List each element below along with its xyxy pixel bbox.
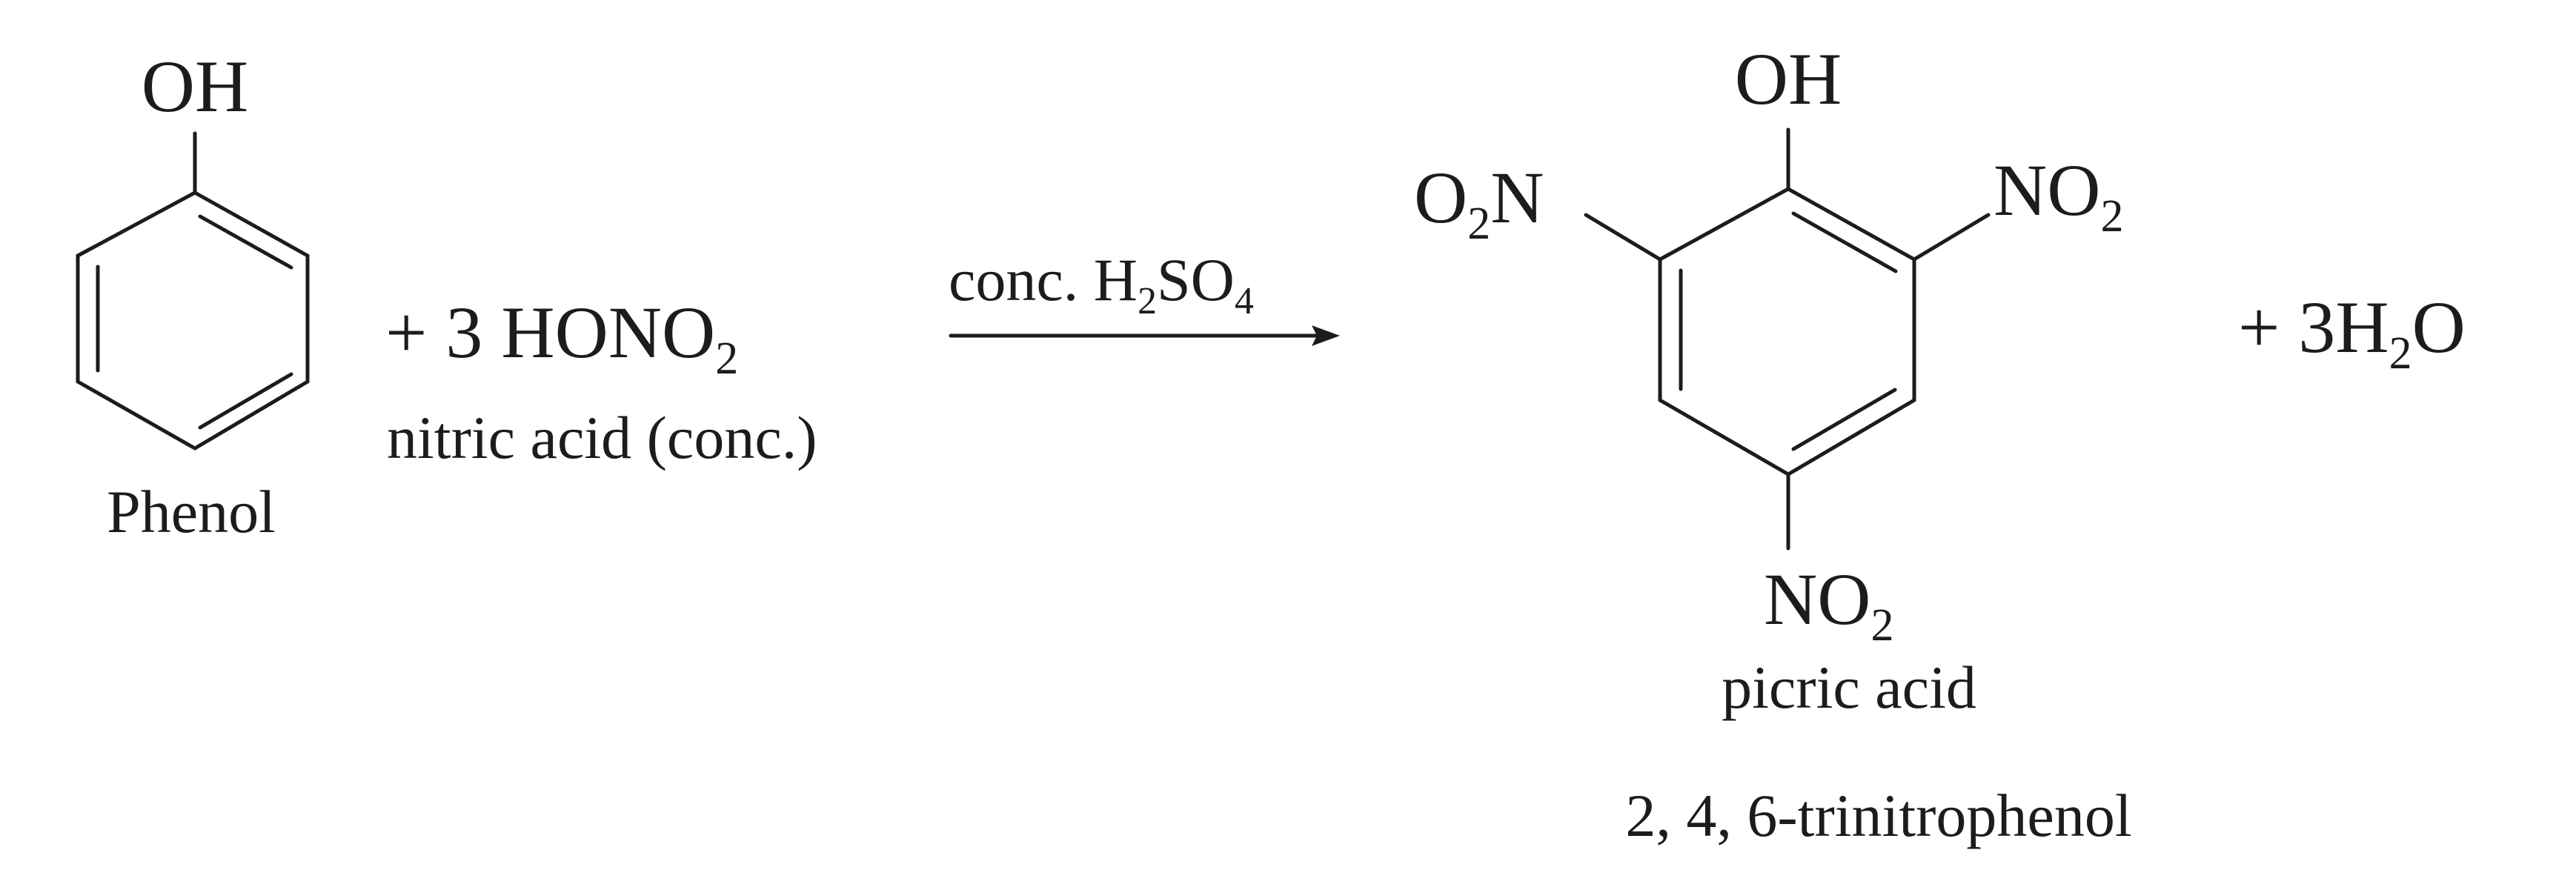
phenol-bond [193,190,310,258]
reagent-nitric-acid: + 3 HONO2 nitric acid (conc.) [385,291,817,471]
arrow-head [1312,325,1340,346]
reagent-name: nitric acid (conc.) [387,404,817,471]
picric-oh-label: OH [1735,38,1842,120]
picric-right-no2-label: NO2 [1994,149,2123,242]
picric-bottom-no2-label: NO2 [1764,558,1893,651]
reagent-formula: + 3 HONO2 [385,291,738,384]
phenol-ring [76,131,310,451]
reaction-arrow: conc. H2SO4 [949,246,1340,346]
plus-sign: + [385,291,427,373]
reaction-condition: conc. H2SO4 [949,246,1254,322]
reagent-formula-main: HONO [501,291,715,373]
picric-name: picric acid [1722,654,1976,721]
picric-acid-structure: OH O2N NO2 NO2 picric acid 2, 4, 6-trini… [1414,38,2132,849]
phenol-bond [76,379,197,451]
phenol-double-bond [198,372,293,430]
picric-double-bond [1791,211,1898,273]
reagent-coefficient: 3 [445,291,482,373]
reagent-formula-sub: 2 [715,333,738,384]
picric-bond [1658,187,1790,262]
phenol-double-bond [198,214,293,270]
picric-iupac-name: 2, 4, 6-trinitrophenol [1625,782,2131,849]
byproduct-water: + 3H2O [2238,286,2466,379]
picric-double-bond [1791,388,1897,451]
picric-no2-right-bond [1912,213,1991,262]
picric-ring [1584,127,1991,551]
picric-no2-left-bond [1584,213,1662,262]
phenol-bond [76,190,197,258]
picric-left-no2-label: O2N [1414,156,1544,249]
picric-bond [1786,398,1916,476]
picric-bond [1786,187,1916,262]
phenol-structure: OH Phenol [76,45,310,545]
phenol-name: Phenol [107,478,276,545]
phenol-bond [193,379,310,451]
water-formula: + 3H2O [2238,286,2466,379]
picric-bond [1658,398,1790,476]
phenol-oh-label: OH [142,45,248,127]
